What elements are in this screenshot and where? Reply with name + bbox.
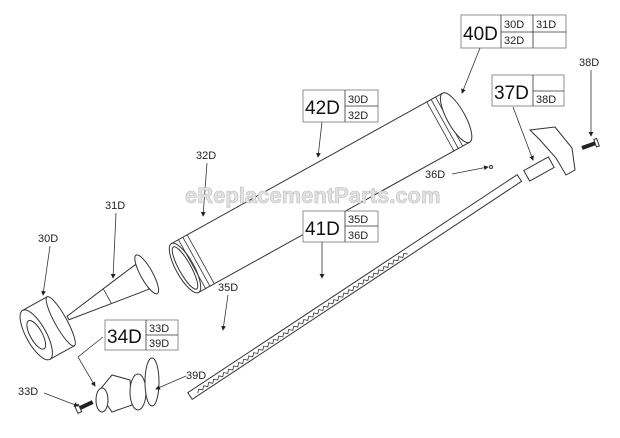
rack-rod-part xyxy=(187,173,523,401)
svg-text:34D: 34D xyxy=(107,327,142,348)
svg-text:35D: 35D xyxy=(218,282,238,294)
svg-text:33D: 33D xyxy=(149,323,169,335)
svg-text:30D: 30D xyxy=(348,94,368,106)
svg-text:38D: 38D xyxy=(536,94,556,106)
assembly-40D: 40D 30D 31D 32D xyxy=(460,14,567,94)
svg-text:41D: 41D xyxy=(305,219,340,240)
callout-30D: 30D xyxy=(38,233,58,296)
screw-part xyxy=(581,137,600,150)
svg-text:32D: 32D xyxy=(348,110,368,122)
svg-text:30D: 30D xyxy=(38,233,58,245)
svg-text:36D: 36D xyxy=(425,169,445,181)
callout-33D: 33D xyxy=(18,386,79,407)
assembly-37D: 37D 38D xyxy=(491,74,565,161)
svg-text:40D: 40D xyxy=(463,24,498,45)
callout-32D: 32D xyxy=(196,150,216,217)
svg-text:38D: 38D xyxy=(579,57,599,69)
cap-nut-part xyxy=(19,296,76,361)
tube-part xyxy=(168,92,473,294)
svg-text:39D: 39D xyxy=(186,370,206,382)
callout-36D: 36D xyxy=(425,165,489,181)
svg-text:33D: 33D xyxy=(18,386,38,398)
plunger-part xyxy=(95,357,160,413)
svg-text:32D: 32D xyxy=(196,150,216,162)
svg-text:35D: 35D xyxy=(348,214,368,226)
svg-text:32D: 32D xyxy=(504,35,524,47)
callout-31D: 31D xyxy=(105,200,125,279)
handle-part xyxy=(523,126,576,182)
svg-text:30D: 30D xyxy=(504,19,524,31)
watermark: eReplacementParts.com xyxy=(185,183,441,208)
callout-35D: 35D xyxy=(218,282,238,331)
svg-text:42D: 42D xyxy=(305,98,340,119)
svg-text:39D: 39D xyxy=(149,338,169,350)
callout-38D: 38D xyxy=(579,57,599,137)
pin-part xyxy=(489,165,493,169)
assembly-41D: 41D 35D 36D xyxy=(302,210,379,279)
svg-text:37D: 37D xyxy=(494,83,529,104)
callout-39D: 39D xyxy=(155,370,206,390)
svg-text:36D: 36D xyxy=(348,230,368,242)
assembly-34D: 34D 33D 39D xyxy=(77,319,179,387)
svg-text:31D: 31D xyxy=(536,19,556,31)
nozzle-part xyxy=(66,254,160,321)
assembly-42D: 42D 30D 32D xyxy=(302,89,379,158)
svg-text:31D: 31D xyxy=(105,200,125,212)
